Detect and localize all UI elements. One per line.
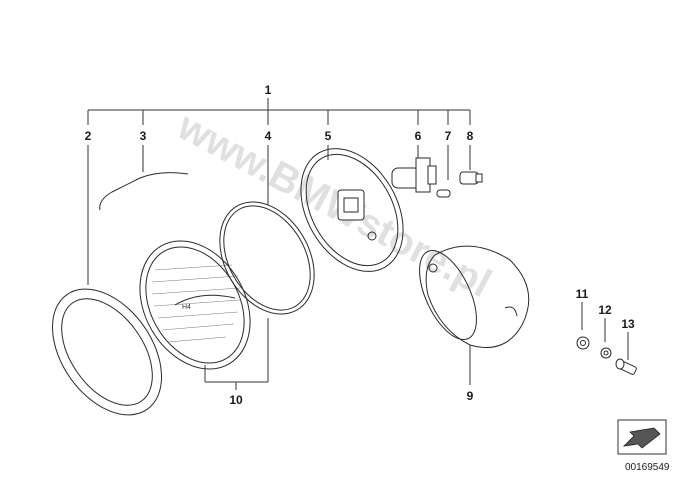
callout-6: 6 <box>415 129 422 143</box>
callout-12: 12 <box>598 303 612 317</box>
bulb-socket <box>459 171 483 185</box>
callout-labels: 1 2 3 4 5 6 7 8 9 10 11 12 13 <box>85 83 635 407</box>
callout-4: 4 <box>265 129 272 143</box>
nut <box>600 347 612 359</box>
arrow-down-left-icon <box>617 419 667 455</box>
svg-text:H4: H4 <box>182 304 191 311</box>
callout-5: 5 <box>325 129 332 143</box>
callout-10: 10 <box>229 393 243 407</box>
callout-8: 8 <box>467 129 474 143</box>
reflector <box>300 148 404 272</box>
washer <box>576 336 590 350</box>
callout-13: 13 <box>621 317 635 331</box>
callout-9: 9 <box>467 389 474 403</box>
gasket <box>219 201 315 315</box>
trim-ring <box>51 288 163 416</box>
callout-7: 7 <box>445 129 452 143</box>
leader-lines <box>87 98 629 390</box>
callout-2: 2 <box>85 129 92 143</box>
h4-bulb <box>391 157 437 193</box>
headlight-housing <box>419 245 530 348</box>
lens: H4 <box>139 240 251 370</box>
callout-1: 1 <box>265 83 272 97</box>
screw <box>615 358 637 375</box>
drawing-number: 00169549 <box>625 462 670 473</box>
callout-11: 11 <box>576 287 589 301</box>
parking-bulb <box>436 189 451 198</box>
wire-clip <box>99 172 189 211</box>
callout-3: 3 <box>140 129 147 143</box>
